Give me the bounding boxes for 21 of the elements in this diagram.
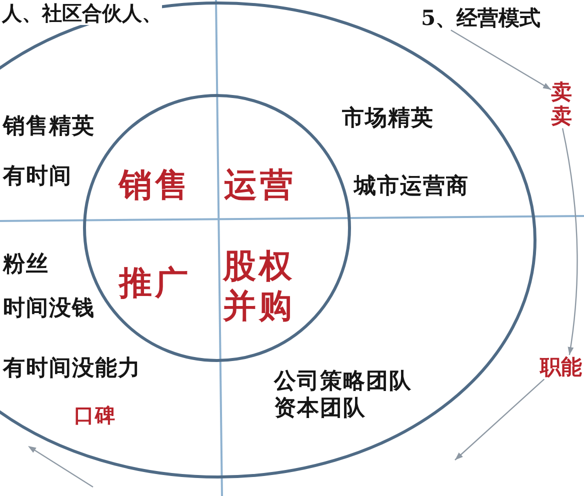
highlight-label: 口碑	[74, 404, 116, 427]
arrow	[454, 378, 545, 460]
core-label: 运营	[224, 166, 296, 204]
quadrant-label: 销售精英	[3, 114, 95, 140]
quadrant-label: 资本团队	[274, 396, 366, 422]
quadrant-label: 市场精英	[342, 106, 434, 132]
quadrant-label: 城市运营商	[354, 174, 469, 200]
arrow	[562, 128, 578, 356]
side-label: 职能	[540, 355, 582, 380]
core-label: 股权并购	[223, 246, 296, 326]
quadrant-label: 公司策略团队	[274, 369, 412, 394]
core-label: 销售	[119, 166, 191, 204]
quadrant-label: 粉丝	[3, 252, 49, 278]
heading-text: 人、社区合伙人、	[2, 2, 162, 25]
side-label: 卖 卖	[551, 80, 572, 128]
quadrant-label: 时间没钱	[3, 296, 95, 322]
section-heading: 5、经营模式	[421, 6, 541, 30]
core-label: 推广	[119, 264, 191, 302]
arrow	[450, 30, 552, 90]
quadrant-label: 有时间没能力	[3, 356, 141, 382]
quadrant-label: 有时间	[3, 164, 72, 190]
